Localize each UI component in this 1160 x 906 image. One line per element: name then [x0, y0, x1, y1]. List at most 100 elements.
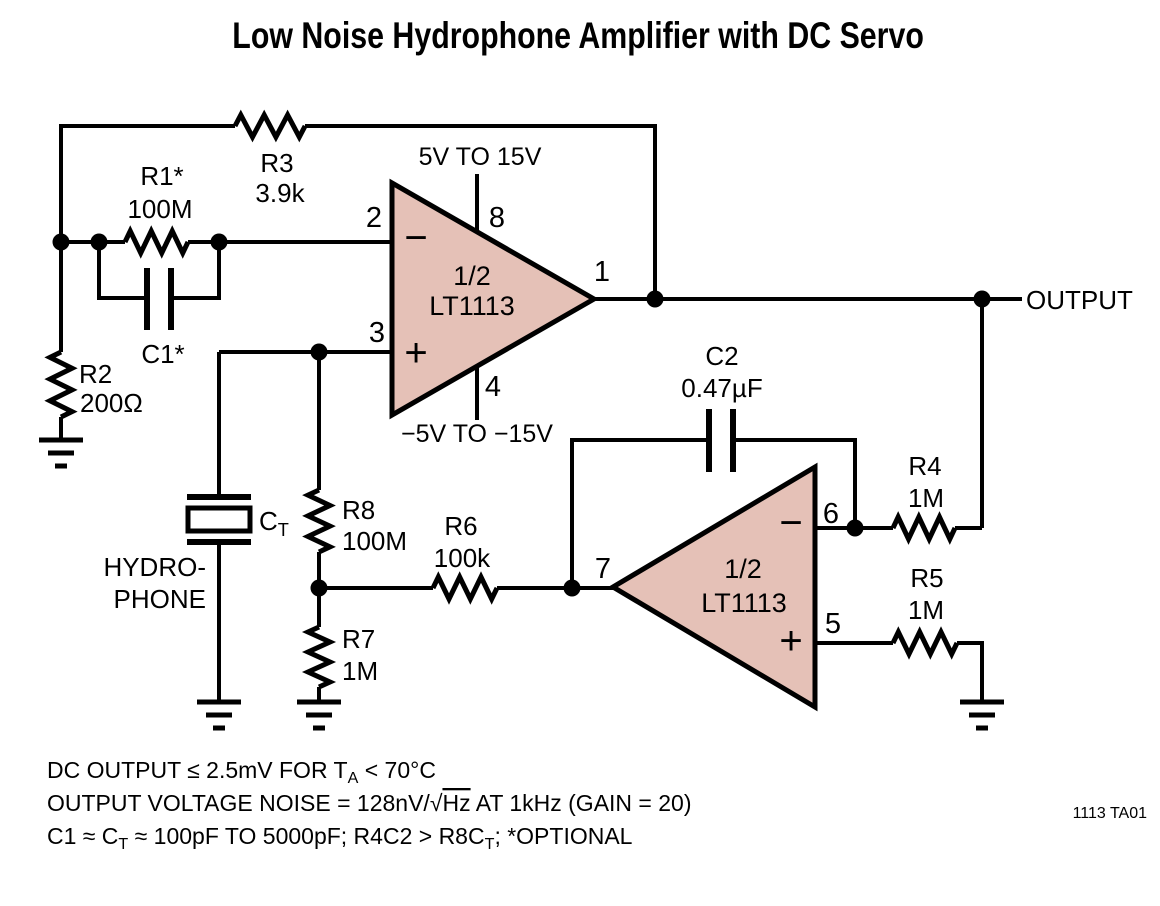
r3-ref: R3 [260, 148, 293, 178]
schematic-title: Low Noise Hydrophone Amplifier with DC S… [232, 15, 924, 57]
capacitor-c2-symbol [706, 409, 736, 472]
opamp1-pin4-label: 4 [485, 371, 501, 403]
sqrt-icon: √ [430, 790, 443, 816]
figure-id: 1113 TA01 [1073, 805, 1148, 822]
r4-ref: R4 [908, 451, 941, 481]
opamp1-minus-sign: − [404, 216, 427, 260]
opamp1-pin8-label: 8 [489, 202, 505, 234]
note-line1: DC OUTPUT ≤ 2.5mV FOR TA < 70°C [47, 757, 436, 787]
note-line3-seg2: ≈ 100pF TO 5000pF; R4C2 > R8C [128, 823, 484, 849]
opamp2-plus-sign: + [779, 619, 802, 663]
junction-dot [846, 519, 864, 537]
junction-dots [52, 233, 991, 597]
r7-ref: R7 [342, 624, 375, 654]
note-line3-sub1: T [118, 835, 128, 853]
resistor-r8-symbol [302, 487, 336, 555]
opamp1-plus-sign: + [404, 331, 427, 375]
note-line3-sub2: T [485, 835, 495, 853]
opamp2-triangle [608, 462, 818, 712]
wire-top-feedback [61, 124, 657, 299]
opamp1: − + 1/2 LT1113 2 3 8 4 1 5V TO 15V −5V T… [366, 143, 610, 448]
ct-ref: CT [259, 506, 289, 540]
c2-ref: C2 [705, 341, 738, 371]
note-line1-sub: A [348, 769, 359, 787]
opamp2: − + 1/2 LT1113 6 5 7 [595, 462, 841, 712]
note-line1-pre: DC OUTPUT ≤ 2.5mV FOR T [47, 757, 348, 783]
note-line2-radicand: Hz [442, 790, 470, 816]
r5-value: 1M [908, 595, 944, 625]
r2-ref: R2 [79, 359, 112, 389]
wire-c2-loop [570, 438, 857, 588]
r2-value: 200Ω [80, 388, 143, 418]
note-line2-post: AT 1kHz (GAIN = 20) [471, 790, 692, 816]
resistor-r6-symbol [430, 571, 500, 605]
opamp1-half-label: 1/2 [453, 261, 491, 291]
ground-r5-icon [960, 699, 1004, 731]
r8-value: 100M [342, 526, 407, 556]
wires [59, 124, 1022, 702]
resistor-r1-symbol [122, 225, 191, 259]
note-line3-seg3: ; *OPTIONAL [494, 823, 632, 849]
junction-dot [52, 233, 70, 251]
opamp1-triangle [389, 178, 600, 420]
r8-ref: R8 [342, 495, 375, 525]
opamp2-part-label: LT1113 [701, 588, 787, 618]
resistor-r2-symbol [44, 349, 78, 420]
opamp2-half-label: 1/2 [724, 554, 762, 584]
junction-dot [90, 233, 108, 251]
opamp2-pin6-label: 6 [823, 498, 839, 530]
c1-ref: C1* [141, 339, 184, 369]
hydrophone-label-line1: HYDRO- [103, 552, 206, 582]
r6-ref: R6 [444, 511, 477, 541]
opamp2-minus-sign: − [779, 501, 802, 545]
junction-dot [973, 290, 991, 308]
junction-dot [310, 343, 328, 361]
wire-c1-branch [97, 242, 221, 300]
note-line3-seg1: C1 ≈ C [47, 823, 118, 849]
r1-value: 100M [127, 194, 192, 224]
hydrophone-label-line2: PHONE [114, 584, 206, 614]
r1-ref: R1* [140, 161, 183, 191]
note-line2-pre: OUTPUT VOLTAGE NOISE = 128nV/ [47, 790, 430, 816]
r7-value: 1M [342, 656, 378, 686]
r4-value: 1M [908, 483, 944, 513]
note-line1-post: < 70°C [358, 757, 436, 783]
output-label: OUTPUT [1026, 285, 1133, 315]
junction-dot [563, 579, 581, 597]
negative-supply-label: −5V TO −15V [401, 420, 553, 448]
ground-hydrophone-icon [197, 699, 241, 731]
resistor-r3-symbol [232, 109, 308, 143]
resistors [44, 109, 960, 690]
resistor-r5-symbol [890, 626, 960, 660]
component-labels: R3 3.9k R1* 100M C1* R2 200Ω CT HYDRO- P… [79, 148, 1133, 686]
ct-ref-sub: T [278, 520, 289, 540]
junction-dot [210, 233, 228, 251]
note-line3: C1 ≈ CT ≈ 100pF TO 5000pF; R4C2 > R8CT; … [47, 823, 633, 853]
r3-value: 3.9k [255, 178, 305, 208]
r6-value: 100k [434, 543, 491, 573]
opamp1-pin1-label: 1 [594, 256, 610, 288]
wire-pin5 [815, 641, 984, 702]
opamp1-part-label: LT1113 [429, 291, 515, 321]
resistor-r4-symbol [890, 511, 958, 545]
note-line2: OUTPUT VOLTAGE NOISE = 128nV/√Hz AT 1kHz… [47, 790, 692, 816]
grounds [39, 437, 1004, 731]
c2-value: 0.47µF [681, 373, 762, 403]
notes: DC OUTPUT ≤ 2.5mV FOR TA < 70°C OUTPUT V… [47, 757, 1147, 853]
junction-dot [310, 579, 328, 597]
resistor-r7-symbol [301, 624, 337, 690]
r5-ref: R5 [910, 563, 943, 593]
junction-dot [646, 290, 664, 308]
capacitor-c1-symbol [144, 268, 174, 330]
ground-r2-icon [39, 437, 83, 469]
opamp2-pin7-label: 7 [595, 553, 611, 585]
hydrophone-crystal-box [185, 505, 253, 534]
ground-r7-icon [297, 699, 341, 731]
hydrophone-plates [187, 494, 251, 545]
positive-supply-label: 5V TO 15V [419, 143, 542, 171]
ct-ref-main: C [259, 506, 278, 536]
opamp1-pin3-label: 3 [369, 317, 385, 349]
